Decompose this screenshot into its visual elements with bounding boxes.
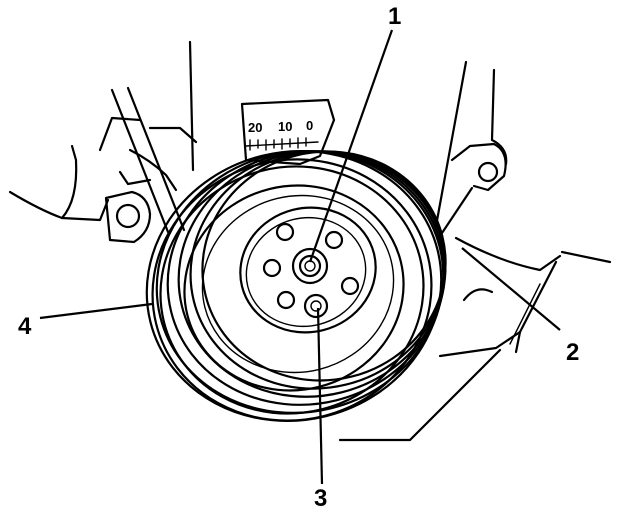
callout-1: 1	[388, 3, 401, 30]
hub-bolt-holes	[262, 222, 360, 310]
engine-block-outline	[8, 40, 612, 442]
balancer-pulley-grooves	[145, 150, 447, 422]
holding-bolt	[303, 293, 329, 319]
callout-3: 3	[314, 485, 327, 512]
leader-line-4	[39, 302, 153, 320]
callout-2: 2	[566, 339, 579, 366]
leader-lines	[39, 29, 561, 485]
leader-line-2	[461, 247, 561, 331]
leader-line-3	[316, 307, 324, 485]
callout-labels: 1 2 3 4	[18, 3, 579, 512]
callout-4: 4	[18, 313, 32, 340]
leader-line-1	[308, 29, 394, 263]
balancer-center-bolt	[291, 247, 329, 285]
timing-mark-0: 0	[306, 118, 313, 133]
timing-mark-20: 20	[248, 120, 262, 135]
crankshaft-balancer	[151, 158, 433, 422]
timing-scale: 20 10 0	[248, 118, 313, 135]
timing-mark-10: 10	[278, 119, 292, 134]
